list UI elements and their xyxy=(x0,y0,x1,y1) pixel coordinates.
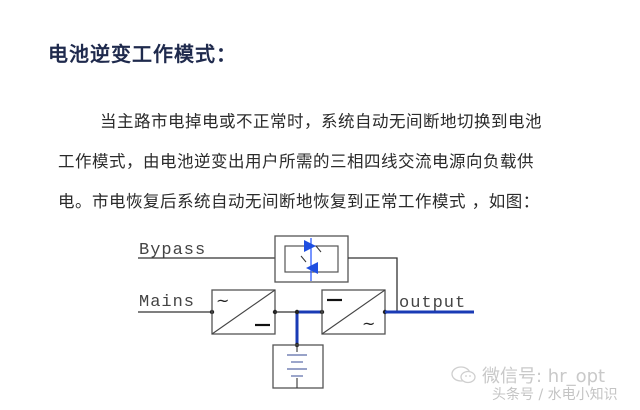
output-label: output xyxy=(399,294,466,313)
bypass-output-line xyxy=(348,257,398,312)
paragraph-line-1: 当主路市电掉电或不正常时，系统自动无间断地切换到电池 xyxy=(100,112,542,131)
inverter-block: ~ xyxy=(321,289,386,335)
bypass-label: Bypass xyxy=(139,241,206,260)
static-switch-block xyxy=(274,235,349,283)
paragraph-line-2: 工作模式，由电池逆变出用户所需的三相四线交流电源向负载供 xyxy=(58,152,534,171)
thyristor-icon xyxy=(306,262,318,274)
rectifier-block: ~ xyxy=(211,289,276,335)
battery-block xyxy=(272,344,324,389)
paragraph-line-3: 电。市电恢复后系统自动无间断地恢复到正常工作模式 ，如图： xyxy=(58,192,540,211)
thyristor-icon xyxy=(304,240,316,252)
watermark-toutiao: 头条号 / 水电小知识 xyxy=(492,387,618,403)
wechat-icon xyxy=(451,366,476,384)
ac-symbol-icon: ~ xyxy=(216,291,229,310)
page-title: 电池逆变工作模式： xyxy=(48,42,237,66)
mains-label: Mains xyxy=(139,293,195,312)
ac-symbol-icon: ~ xyxy=(362,314,375,333)
watermark-wechat: 微信号: hr_opt xyxy=(482,366,606,387)
